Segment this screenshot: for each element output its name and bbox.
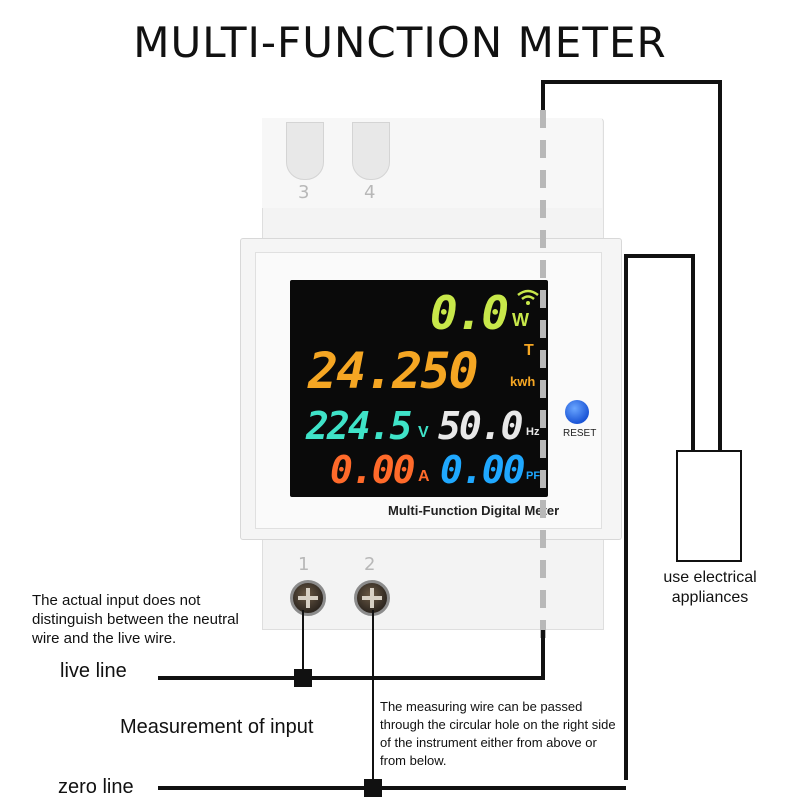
zero-line-junction bbox=[364, 779, 382, 797]
energy-value: 24.250 bbox=[308, 342, 479, 400]
terminal-number-1: 1 bbox=[298, 554, 310, 575]
terminal-tab-4 bbox=[352, 122, 390, 180]
current-value: 0.00 bbox=[330, 448, 416, 492]
wifi-icon bbox=[517, 289, 539, 305]
appliance-box bbox=[676, 450, 742, 562]
power-factor-unit: PF bbox=[526, 470, 541, 482]
measurement-of-input-label: Measurement of input bbox=[120, 716, 314, 738]
reset-button[interactable] bbox=[565, 400, 589, 424]
terminal-number-2: 2 bbox=[364, 554, 376, 575]
voltage-value: 224.5 bbox=[306, 404, 412, 448]
terminal-tab-3 bbox=[286, 122, 324, 180]
diagram-title: MULTI-FUNCTION METER bbox=[133, 18, 667, 67]
terminal-number-4: 4 bbox=[364, 182, 376, 203]
power-factor-value: 0.00 bbox=[440, 448, 526, 492]
appliance-label: use electrical appliances bbox=[663, 569, 757, 606]
live-line-junction bbox=[294, 669, 312, 687]
frequency-unit: Hz bbox=[526, 426, 540, 438]
energy-suffix: T bbox=[524, 342, 534, 359]
energy-unit: kwh bbox=[510, 374, 536, 389]
wire-top-to-appliance bbox=[541, 80, 722, 450]
meter-display: 0.0 W 24.250 T kwh 224.5 V 50.0 Hz 0.00 … bbox=[290, 280, 548, 497]
reset-label: RESET bbox=[563, 428, 597, 439]
voltage-unit: V bbox=[418, 424, 429, 441]
input-note: The actual input does not distinguish be… bbox=[32, 592, 239, 647]
live-line-wire bbox=[158, 630, 545, 680]
terminal-screw-1 bbox=[290, 580, 326, 616]
measuring-wire-note: The measuring wire can be passed through… bbox=[380, 699, 616, 768]
terminal-number-3: 3 bbox=[298, 182, 310, 203]
frequency-value: 50.0 bbox=[438, 404, 524, 448]
meter-face-label: Multi-Function Digital Meter bbox=[388, 503, 560, 518]
current-unit: A bbox=[418, 468, 430, 485]
power-value: 0.0 bbox=[430, 286, 509, 340]
wire-appliance-to-zero-line bbox=[624, 254, 695, 780]
live-line-label: live line bbox=[60, 660, 127, 682]
power-unit: W bbox=[512, 310, 529, 330]
zero-line-label: zero line bbox=[58, 776, 134, 798]
